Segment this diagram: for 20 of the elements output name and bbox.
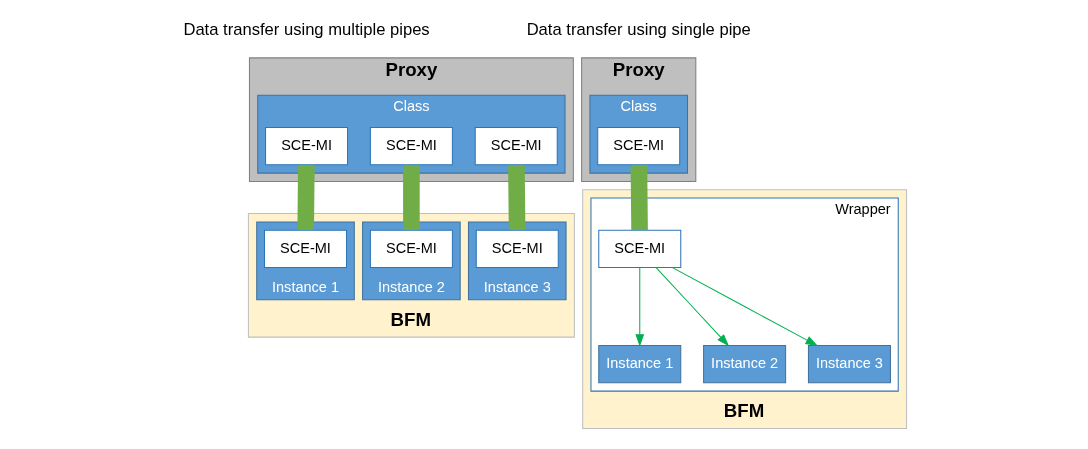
node-box: SCE-MI [475, 229, 559, 269]
node-box: Instance 2 [703, 344, 787, 384]
node-box: SCE-MI [264, 229, 348, 269]
node-box: SCE-MI [369, 229, 453, 269]
node-box: SCE-MI [265, 126, 349, 166]
label: Data transfer using multiple pipes [183, 19, 430, 39]
connector [630, 165, 648, 231]
node-box: SCE-MI [369, 126, 453, 166]
node-box: Instance 1 [598, 344, 682, 384]
node-box: SCE-MI [597, 126, 681, 166]
node-box: SCE-MI [598, 229, 682, 269]
connector [297, 165, 315, 231]
arrow [672, 267, 818, 347]
connector [508, 165, 526, 231]
arrow [635, 267, 645, 347]
arrow [655, 267, 730, 347]
node-box: Instance 3 [807, 344, 891, 384]
node-box: SCE-MI [474, 126, 558, 166]
label: Data transfer using single pipe [526, 19, 751, 39]
connector [403, 165, 420, 230]
